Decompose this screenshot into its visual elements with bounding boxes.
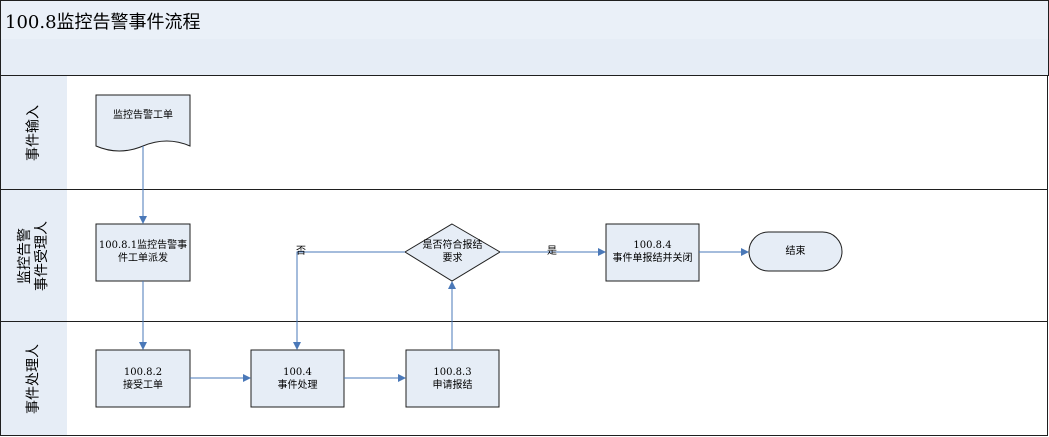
lane-event-processor [67, 322, 1048, 436]
lane-label-event-input: 事件输入 [0, 76, 68, 190]
lane-label-event-processor: 事件处理人 [0, 322, 68, 436]
accept-box [95, 349, 191, 408]
lane-label-alarm-handler: 监控告警 事件受理人 [0, 190, 68, 322]
accept-label: 100.8.2 接受工单 [123, 367, 163, 391]
doc-label: 监控告警工单 [113, 110, 173, 121]
header-band [0, 39, 1049, 76]
document-shape [95, 94, 191, 152]
page-title: 100.8监控告警事件流程 [5, 12, 201, 33]
lane-event-input [67, 76, 1048, 190]
dispatch-box [95, 223, 191, 282]
handle-label: 100.4 事件处理 [277, 367, 318, 391]
arrow-decision-no-to-handle [293, 251, 405, 350]
lane-alarm-handler [67, 190, 1048, 322]
edge-label-yes: 是 [547, 246, 557, 257]
dispatch-label: 100.8.1监控告警事 件工单派发 [98, 240, 188, 264]
close-label: 100.8.4 事件单报结并关闭 [612, 240, 693, 264]
title-bar: 100.8监控告警事件流程 [0, 0, 1049, 40]
close-box [605, 223, 700, 282]
edge-label-no: 否 [296, 246, 306, 257]
end-terminator [748, 231, 843, 272]
apply-box [405, 349, 500, 408]
handle-box [250, 349, 345, 408]
end-label: 结束 [785, 246, 806, 257]
apply-label: 100.8.3 申请报结 [432, 367, 473, 391]
decision-label: 是否符合报结 要求 [422, 240, 483, 264]
